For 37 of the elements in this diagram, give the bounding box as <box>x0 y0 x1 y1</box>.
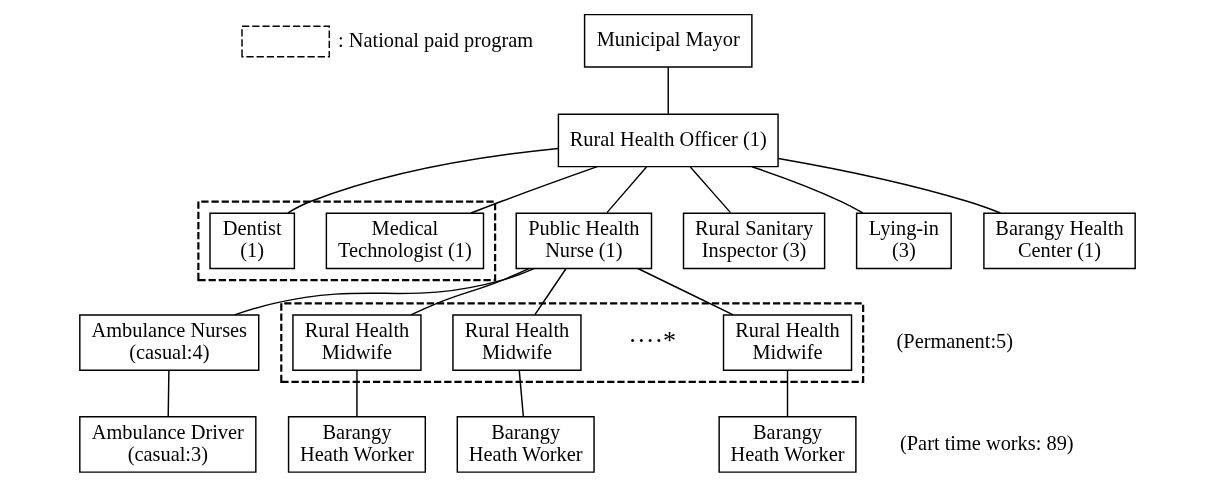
connector <box>469 165 598 214</box>
cluster <box>279 302 864 383</box>
node-box: Rural Health Midwife <box>291 314 422 371</box>
node-box: Ambulance Nurses (casual:4) <box>78 314 259 371</box>
node-box: Rural Sanitary Inspector (3) <box>682 212 825 270</box>
node-box: Public Health Nurse (1) <box>515 212 652 270</box>
node-box: Rural Health Midwife <box>451 314 582 371</box>
node-box: Ambulance Driver (casual:3) <box>78 416 257 473</box>
node-box: Lying-in (3) <box>855 212 952 270</box>
label: (Part time works: 89) <box>899 431 1074 454</box>
node-box: Rural Health Midwife <box>722 314 852 371</box>
connector <box>518 369 524 418</box>
node-box: Barangy Heath Worker <box>287 416 426 473</box>
node-box: Barangy Health Center (1) <box>982 212 1136 270</box>
label: (Permanent:5) <box>896 330 1013 353</box>
node-box: Barangy Heath Worker <box>717 416 857 473</box>
connector <box>533 268 567 316</box>
connector <box>167 369 170 418</box>
node-box: Barangy Heath Worker <box>456 416 595 473</box>
connector <box>777 157 1001 214</box>
connector <box>233 267 535 316</box>
connector <box>750 166 864 214</box>
cluster <box>196 200 496 282</box>
connector <box>605 166 647 214</box>
connector <box>355 369 358 418</box>
node-box: Medical Technologist (1) <box>325 212 484 270</box>
connector <box>286 147 559 214</box>
node-box: Dentist (1) <box>208 212 295 270</box>
legend-label: : National paid program <box>337 28 533 51</box>
node-box: Municipal Mayor <box>583 13 753 68</box>
connector <box>786 369 788 418</box>
connector <box>667 66 669 115</box>
connector <box>409 267 530 316</box>
node-box: Rural Health Officer (1) <box>557 113 779 168</box>
connector <box>689 166 731 214</box>
label: ····* <box>627 326 676 356</box>
connector <box>636 267 734 316</box>
